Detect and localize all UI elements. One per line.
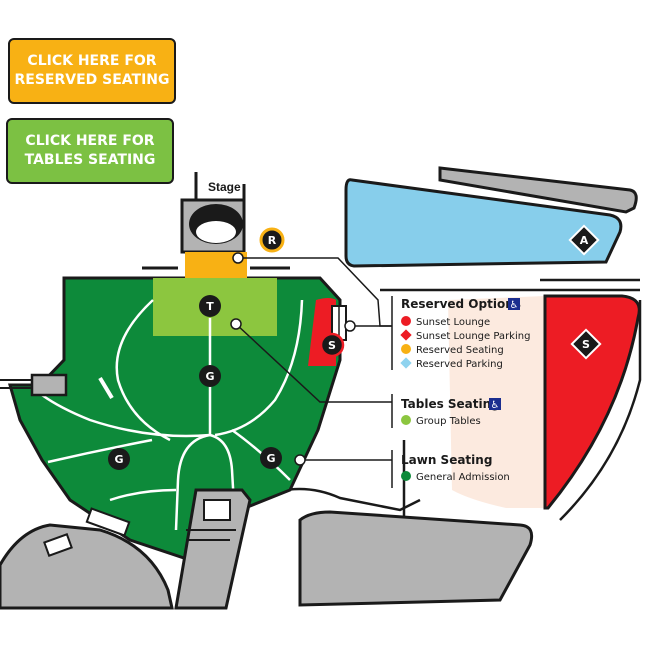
svg-text:S: S xyxy=(328,339,336,352)
legend-lawn-title: Lawn Seating xyxy=(401,453,492,467)
marker-parking-a[interactable]: A xyxy=(568,224,600,256)
pin-reserved[interactable] xyxy=(232,252,244,264)
marker-sunset-parking-s[interactable]: S xyxy=(570,328,602,360)
reserved-seating-dot-icon xyxy=(401,344,411,354)
lawn-marker-line xyxy=(98,376,114,400)
sunset-lounge-parking[interactable] xyxy=(543,294,641,510)
marker-general-g-3[interactable]: G xyxy=(260,447,282,469)
svg-text:G: G xyxy=(205,370,214,383)
tables-seating-button-line1: CLICK HERE FOR xyxy=(25,133,155,149)
reserved-parking-diamond-icon xyxy=(400,357,412,369)
parking-lot-top xyxy=(438,166,638,214)
road-line-3 xyxy=(559,300,642,521)
gate-box xyxy=(203,499,231,521)
general-admission-dot-icon xyxy=(401,471,411,481)
marker-sunset-s-1[interactable]: S xyxy=(319,332,345,358)
left-building xyxy=(30,373,68,397)
svg-text:S: S xyxy=(582,338,590,351)
booth-2 xyxy=(85,507,131,537)
stage-dish-inner xyxy=(196,221,236,243)
wheelchair-icon: ♿ xyxy=(508,298,520,311)
sunset-parking-diamond-icon xyxy=(400,329,412,341)
legend-item-reserved-parking: Reserved Parking xyxy=(416,359,503,370)
marker-general-g-1[interactable]: G xyxy=(199,365,221,387)
legend-reserved-title: Reserved Options xyxy=(401,297,521,311)
gate-lines xyxy=(186,529,236,541)
svg-text:A: A xyxy=(580,234,589,247)
legend-item-sunset-lounge: Sunset Lounge xyxy=(416,317,490,328)
reserved-seating-button-line2: RESERVED SEATING xyxy=(14,72,170,88)
legend-tables-title: Tables Seating xyxy=(401,397,500,411)
left-road xyxy=(0,379,32,389)
entrance-plaza xyxy=(174,488,252,610)
svg-text:G: G xyxy=(266,452,275,465)
svg-text:R: R xyxy=(268,234,277,247)
legend-item-reserved-seating: Reserved Seating xyxy=(416,345,504,356)
svg-text:T: T xyxy=(206,300,214,313)
tables-seating-button[interactable]: CLICK HERE FOR TABLES SEATING xyxy=(6,118,174,184)
legend-item-group-tables: Group Tables xyxy=(416,416,481,427)
pin-sunset[interactable] xyxy=(344,320,356,332)
marker-general-g-2[interactable]: G xyxy=(108,448,130,470)
booth-1 xyxy=(43,533,73,557)
wheelchair-icon: ♿ xyxy=(489,398,501,411)
legend-connectors xyxy=(235,257,393,488)
parking-lot-bottom-right xyxy=(298,510,534,607)
parking-lot-bottom-left xyxy=(0,523,174,610)
sunset-lounge-dot-icon xyxy=(401,316,411,326)
parking-lot-a[interactable] xyxy=(344,178,623,268)
marker-reserved-r[interactable]: R xyxy=(259,227,285,253)
group-tables-dot-icon xyxy=(401,415,411,425)
pin-lawn[interactable] xyxy=(294,454,306,466)
reserved-seating-button[interactable]: CLICK HERE FOR RESERVED SEATING xyxy=(8,38,176,104)
pin-tables[interactable] xyxy=(230,318,242,330)
svg-text:♿: ♿ xyxy=(510,300,519,311)
svg-text:♿: ♿ xyxy=(491,400,500,411)
legend-item-general-admission: General Admission xyxy=(416,472,510,483)
stage-label: Stage xyxy=(208,180,241,194)
legend-item-sunset-lounge-parking: Sunset Lounge Parking xyxy=(416,331,530,342)
reserved-seating-button-line1: CLICK HERE FOR xyxy=(27,53,157,69)
tables-seating-button-line2: TABLES SEATING xyxy=(24,152,156,168)
lawn-paths xyxy=(41,299,304,531)
svg-text:G: G xyxy=(114,453,123,466)
marker-tables-t[interactable]: T xyxy=(199,295,221,317)
